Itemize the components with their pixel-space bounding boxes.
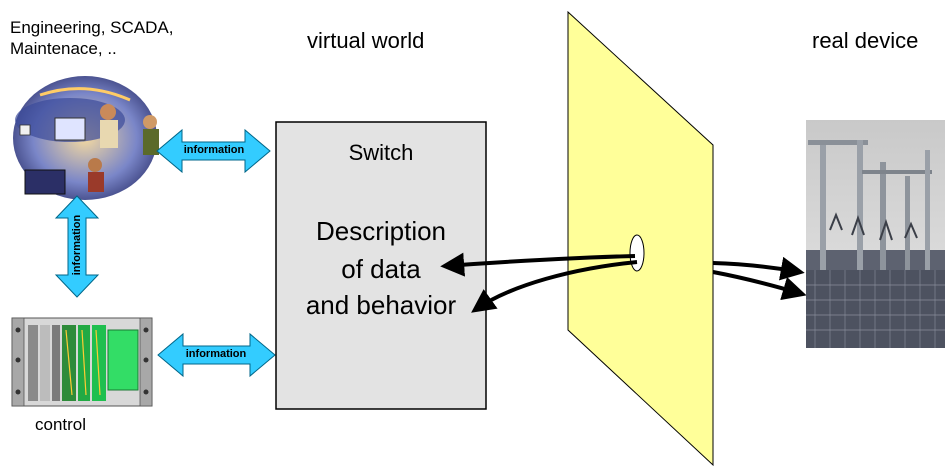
- control-rack-illustration: [11, 317, 153, 407]
- plane-hole: [629, 234, 645, 272]
- engineering-label-line1: Engineering, SCADA,: [10, 18, 174, 37]
- arrow-to-device-lower: [712, 270, 807, 301]
- control-label: control: [35, 415, 87, 434]
- engineering-label-line2: Maintenace, ..: [10, 39, 117, 58]
- switch-description-line1: Description: [315, 216, 447, 246]
- virtual-world-label: virtual world: [307, 28, 425, 53]
- switch-title: Switch: [348, 140, 414, 165]
- information-label-bottom: information: [185, 348, 247, 360]
- arrow-to-data: [440, 252, 636, 277]
- engineering-illustration: [13, 76, 159, 200]
- substation-photo: [806, 120, 945, 348]
- information-label-top: information: [183, 144, 245, 156]
- information-label-vertical: information: [71, 214, 83, 276]
- arrow-to-device-upper: [712, 256, 805, 281]
- real-device-label: real device: [812, 28, 919, 53]
- information-arrow-vertical: [54, 195, 100, 298]
- information-arrow-top: [156, 128, 271, 174]
- switch-description-line2: of data: [341, 254, 421, 284]
- information-arrow-bottom: [157, 332, 276, 378]
- arrow-to-behavior: [471, 260, 638, 313]
- switch-description-line3: and behavior: [305, 290, 457, 320]
